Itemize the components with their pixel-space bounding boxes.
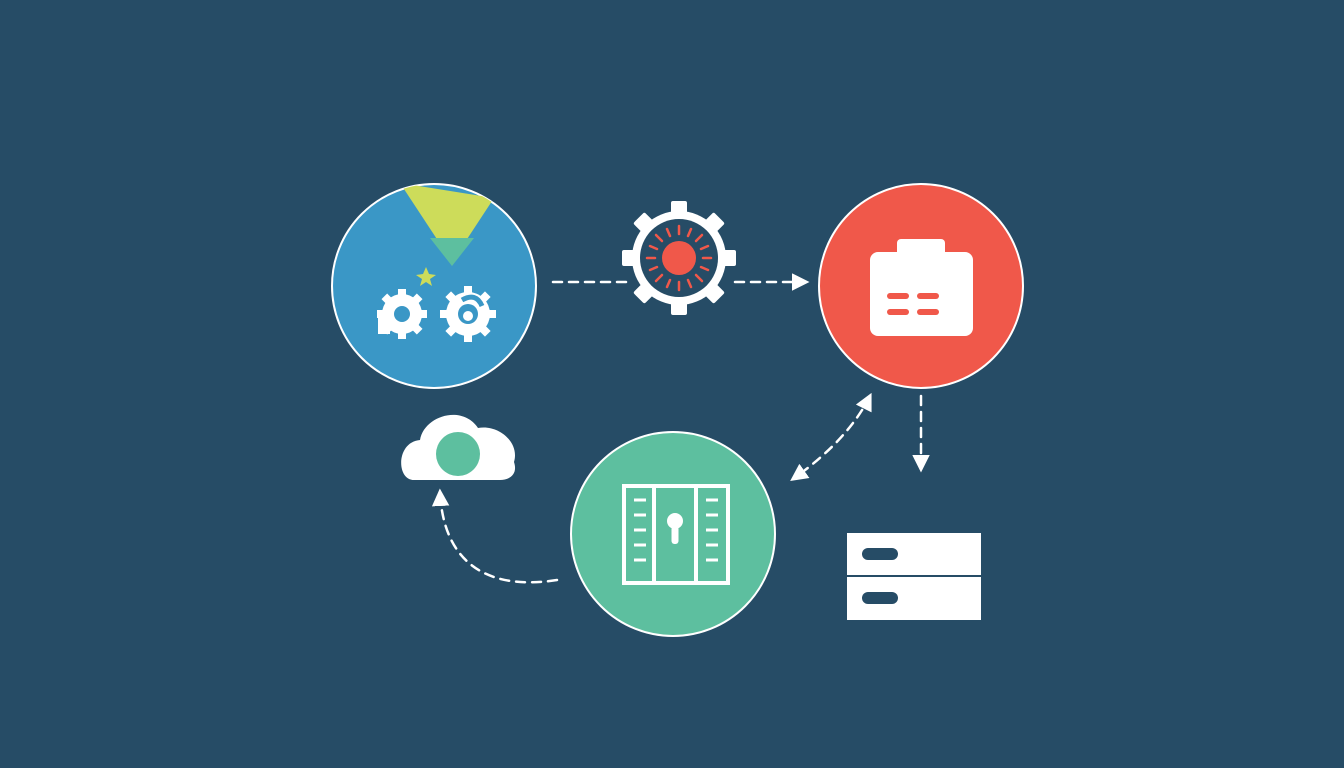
- funnel-bottom-shape: [430, 238, 474, 266]
- spark-icon: [416, 267, 436, 286]
- storage-node[interactable]: [818, 183, 1024, 389]
- edge-storage-vault: [790, 392, 872, 482]
- source-node[interactable]: [331, 183, 537, 389]
- connectors: [431, 273, 930, 584]
- edge-vault-cloud: [431, 488, 559, 584]
- server-rack-icon: [847, 533, 981, 620]
- cloud-icon: [401, 414, 516, 480]
- funnel-top-shape: [400, 184, 494, 262]
- processor-node[interactable]: [622, 201, 736, 315]
- keyhole-icon: [667, 513, 683, 544]
- gears-icon: [377, 286, 496, 342]
- vault-lock-icon: [622, 484, 730, 585]
- toolbox-icon: [870, 239, 973, 336]
- vault-node[interactable]: [570, 431, 776, 637]
- sun-gear-icon: [622, 201, 736, 315]
